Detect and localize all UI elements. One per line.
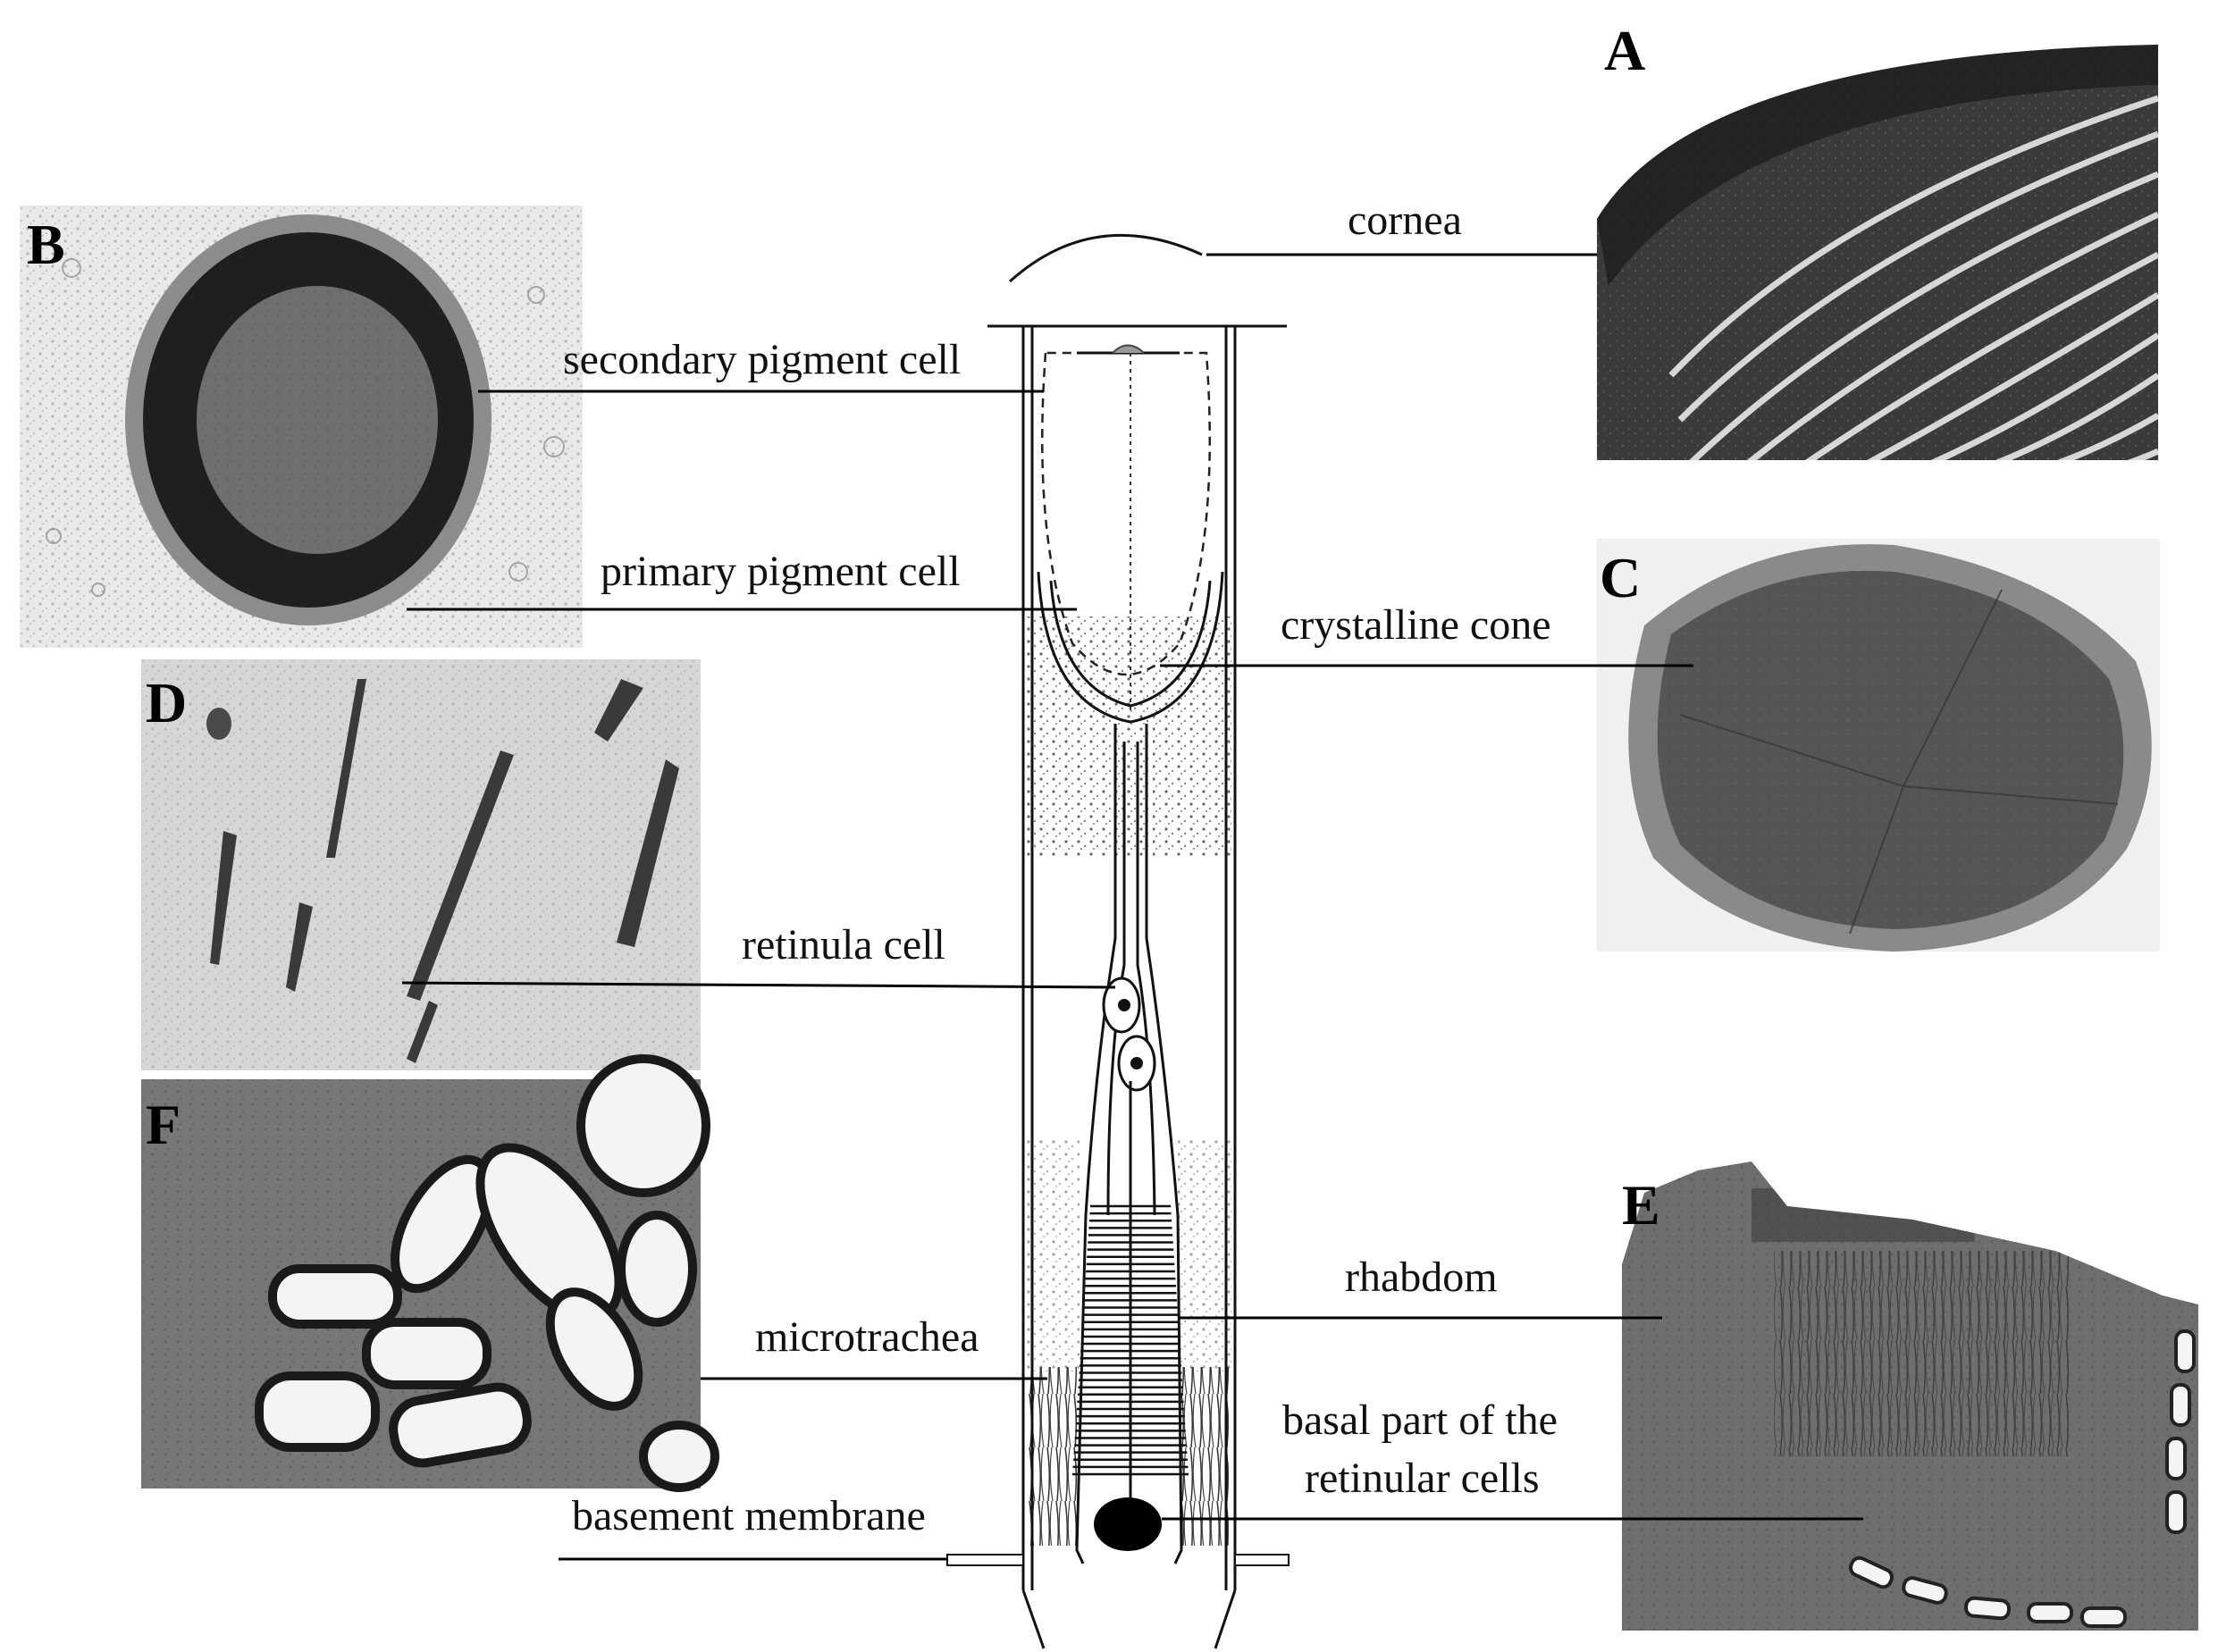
label-basal-part-line2: retinular cells (1305, 1455, 1540, 1502)
leader-lines (401, 253, 1863, 1561)
panel-letter-f: F (146, 1093, 181, 1156)
panel-f-micrograph (141, 1054, 719, 1492)
leader-retinula-cell (401, 981, 1116, 989)
panel-letter-b: B (27, 213, 65, 276)
panel-d-micrograph (141, 659, 701, 1070)
label-retinula-cell: retinula cell (742, 921, 945, 969)
panel-e-micrograph (1622, 1161, 2198, 1631)
label-crystalline-cone: crystalline cone (1281, 601, 1551, 649)
panel-c-micrograph (1597, 539, 2160, 952)
panel-letter-c: C (1600, 546, 1641, 609)
label-rhabdom: rhabdom (1345, 1254, 1498, 1301)
panel-letter-e: E (1622, 1173, 1660, 1237)
panel-letter-d: D (146, 671, 187, 734)
label-basement-membrane: basement membrane (572, 1492, 926, 1539)
ommatidium-schematic (946, 233, 1290, 1649)
panel-letter-a: A (1604, 19, 1645, 82)
panel-b-micrograph (20, 205, 583, 648)
label-basal-part-line1: basal part of the (1282, 1396, 1558, 1444)
label-secondary-pigment-cell: secondary pigment cell (563, 336, 961, 383)
panel-a-micrograph (1597, 45, 2158, 460)
label-primary-pigment-cell: primary pigment cell (601, 548, 961, 595)
labels: cornea secondary pigment cell primary pi… (563, 197, 1558, 1539)
label-microtrachea: microtrachea (755, 1313, 979, 1361)
label-cornea: cornea (1348, 197, 1462, 244)
